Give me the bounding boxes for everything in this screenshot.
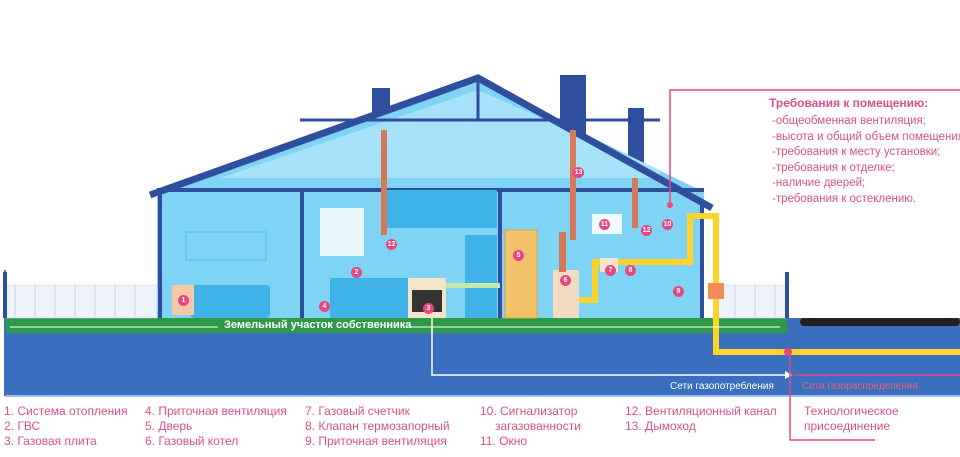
marker-12: 12 — [641, 225, 652, 236]
fence-right — [717, 284, 788, 319]
consumption-network-label: Сети газопотребления — [670, 381, 774, 392]
stove-gas-pipe — [446, 283, 500, 288]
marker-2: 2 — [351, 267, 362, 278]
cabinets — [385, 190, 497, 228]
kitchen-counter — [330, 278, 408, 318]
legend-item: 4. Приточная вентиляция — [145, 404, 287, 418]
marker-8: 8 — [625, 265, 636, 276]
flue — [570, 130, 576, 240]
requirement-item: -наличие дверей; — [772, 177, 866, 189]
fence-left — [4, 284, 158, 319]
picture — [185, 231, 267, 261]
marker-13: 13 — [573, 167, 584, 178]
owner-land-label: Земельный участок собственника — [224, 319, 412, 331]
requirement-item: -требования к месту установки; — [772, 146, 941, 158]
marker-11: 11 — [599, 219, 610, 230]
marker-12: 12 — [386, 239, 397, 250]
legend-column-4: 10. Сигнализатор загазованности 11. Окно — [480, 404, 581, 449]
marker-1: 1 — [178, 295, 189, 306]
requirement-item: -общеобменная вентиляция; — [772, 115, 926, 127]
marker-6: 6 — [560, 275, 571, 286]
gas-pipe — [579, 213, 960, 355]
legend-column-2: 4. Приточная вентиляция 5. Дверь 6. Газо… — [145, 404, 287, 449]
legend-column-5: 12. Вентиляционный канал 13. Дымоход — [625, 404, 777, 434]
fridge — [465, 235, 497, 318]
legend-item: 11. Окно — [480, 434, 528, 448]
requirement-item: -требования к остеклению. — [772, 192, 917, 205]
legend-item: 5. Дверь — [145, 419, 193, 433]
requirements-title: Требования к помещению: — [769, 96, 929, 110]
connection-pointer — [789, 356, 875, 441]
requirements-pointer — [669, 89, 960, 205]
legend-item: 12. Вентиляционный канал — [625, 404, 777, 418]
distribution-network-label: Сети газораспределения — [802, 381, 918, 392]
roof — [148, 74, 714, 212]
legend-item: 10. Сигнализатор — [480, 404, 578, 418]
external-gas-main — [800, 318, 960, 326]
legend-item: 1. Система отопления — [4, 404, 128, 418]
consumption-boundary-line — [431, 318, 785, 376]
requirements-list: -общеобменная вентиляция; -высота и общи… — [772, 114, 960, 207]
connection-label: Технологическое присоединение — [804, 404, 899, 433]
legend-item: 6. Газовый котел — [145, 434, 239, 448]
legend-item: 13. Дымоход — [625, 419, 696, 433]
marker-3: 3 — [423, 303, 434, 314]
marker-4: 4 — [319, 301, 330, 312]
marker-9: 9 — [673, 286, 684, 297]
owner-land-strip — [5, 318, 787, 333]
requirement-item: -высота и общий объем помещения; — [772, 130, 960, 143]
legend-item: загазованности — [495, 419, 581, 433]
marker-7: 7 — [605, 265, 616, 276]
door — [504, 229, 538, 319]
window — [320, 208, 364, 256]
legend-column-1: 1. Система отопления 2. ГВС 3. Газовая п… — [4, 404, 127, 449]
legend-item: 2. ГВС — [4, 419, 41, 433]
requirement-item: -требования к отделке; — [772, 161, 895, 174]
marker-10: 10 — [662, 219, 673, 230]
legend-item: 7. Газовый счетчик — [305, 404, 410, 418]
legend-item: 9. Приточная вентиляция — [305, 434, 447, 448]
legend-item: 3. Газовая плита — [4, 434, 97, 448]
sofa — [190, 285, 270, 318]
vent-duct — [632, 178, 638, 228]
marker-5: 5 — [513, 250, 524, 261]
legend-column-3: 7. Газовый счетчик 8. Клапан термозапорн… — [305, 404, 450, 449]
legend-item: 8. Клапан термозапорный — [305, 419, 450, 433]
vent-duct — [381, 130, 387, 235]
valve — [708, 283, 724, 299]
